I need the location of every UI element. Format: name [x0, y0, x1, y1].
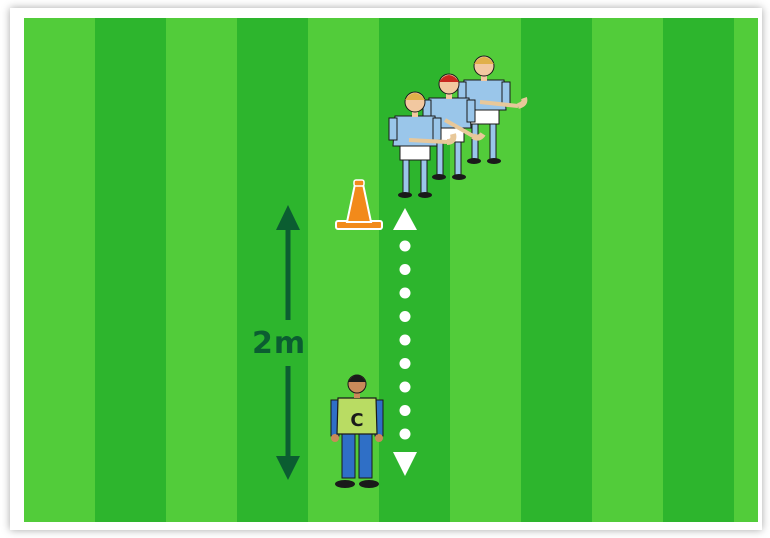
path-dot [400, 311, 411, 322]
path-dot [400, 335, 411, 346]
path-dot [400, 382, 411, 393]
path-dot [400, 288, 411, 299]
distance-label: 2m [252, 326, 306, 361]
coach-bib-letter: C [350, 410, 363, 431]
cone-icon [336, 180, 382, 229]
path-dot [400, 429, 411, 440]
dotted-run-path-icon [393, 208, 417, 476]
path-dot [400, 241, 411, 252]
path-dot [400, 358, 411, 369]
path-dot [400, 264, 411, 275]
coach-icon: C [331, 375, 383, 488]
path-dot [400, 405, 411, 416]
